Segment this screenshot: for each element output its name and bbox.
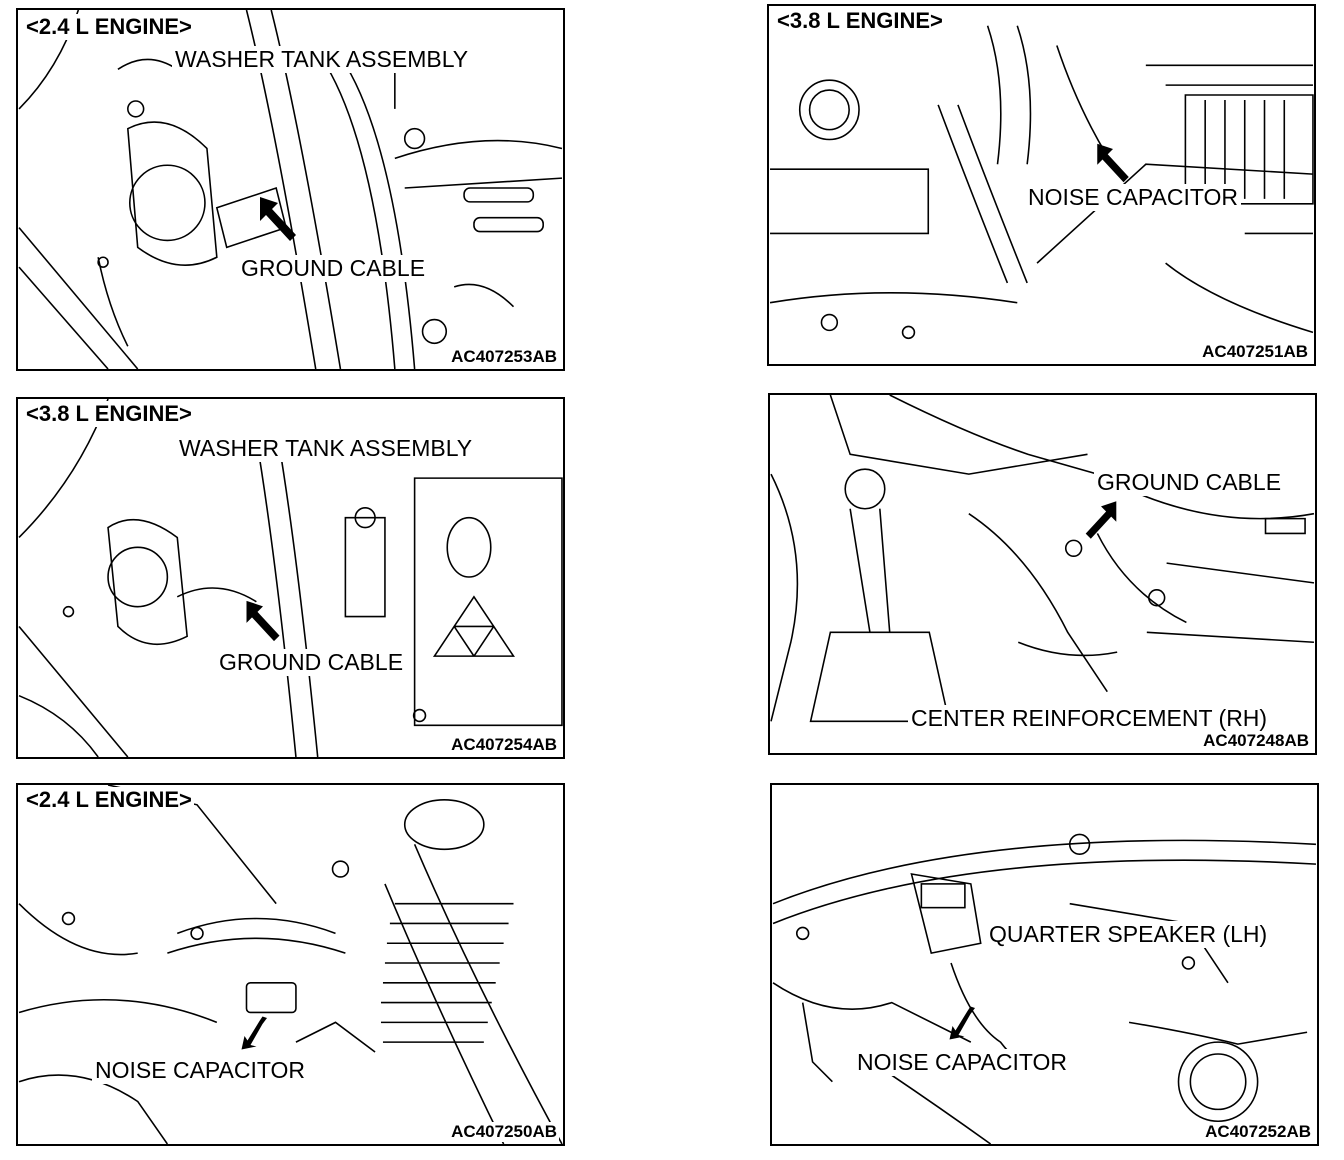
engine-bay-illustration <box>18 785 563 1144</box>
callout-washer-tank: WASHER TANK ASSEMBLY <box>176 435 476 462</box>
arrow-pointer-icon <box>949 1006 975 1040</box>
arrow-pointer-icon <box>1085 501 1117 539</box>
engine-type-label: <2.4 L ENGINE> <box>24 14 194 40</box>
callout-ground-cable: GROUND CABLE <box>238 255 429 282</box>
diagram-panel-4: GROUND CABLE CENTER REINFORCEMENT (RH) A… <box>768 393 1317 755</box>
arrow-pointer-icon <box>1097 143 1129 183</box>
engine-type-label: <2.4 L ENGINE> <box>24 787 194 813</box>
figure-id: AC407248AB <box>1201 731 1311 751</box>
figure-id: AC407250AB <box>449 1122 559 1142</box>
figure-id: AC407252AB <box>1203 1122 1313 1142</box>
quarter-panel-illustration <box>772 833 1317 1144</box>
callout-quarter-speaker: QUARTER SPEAKER (LH) <box>986 921 1271 948</box>
figure-id: AC407251AB <box>1200 342 1310 362</box>
diagram-panel-1: <2.4 L ENGINE> WASHER TANK ASSEMBLY GROU… <box>16 8 565 371</box>
figure-id: AC407253AB <box>449 347 559 367</box>
diagram-panel-5: <2.4 L ENGINE> NOISE CAPACITOR AC407250A… <box>16 783 565 1146</box>
callout-noise-capacitor: NOISE CAPACITOR <box>1025 184 1242 211</box>
vehicle-interior-illustration <box>770 395 1315 723</box>
callout-noise-capacitor: NOISE CAPACITOR <box>854 1049 1071 1076</box>
callout-washer-tank: WASHER TANK ASSEMBLY <box>172 46 472 73</box>
callout-noise-capacitor: NOISE CAPACITOR <box>92 1057 309 1084</box>
arrow-pointer-icon <box>241 1016 267 1050</box>
arrow-pointer-icon <box>260 197 296 241</box>
arrow-pointer-icon <box>246 600 280 642</box>
engine-bay-illustration <box>18 10 563 369</box>
callout-ground-cable: GROUND CABLE <box>216 649 407 676</box>
callout-ground-cable: GROUND CABLE <box>1094 469 1285 496</box>
engine-type-label: <3.8 L ENGINE> <box>24 401 194 427</box>
diagram-panel-3: <3.8 L ENGINE> WASHER TANK ASSEMBLY GROU… <box>16 397 565 759</box>
figure-id: AC407254AB <box>449 735 559 755</box>
engine-bay-illustration <box>769 25 1314 340</box>
callout-center-reinforcement: CENTER REINFORCEMENT (RH) <box>908 705 1271 732</box>
diagram-panel-6: QUARTER SPEAKER (LH) NOISE CAPACITOR AC4… <box>770 783 1319 1146</box>
engine-type-label: <3.8 L ENGINE> <box>775 8 945 34</box>
diagram-panel-2: <3.8 L ENGINE> NOISE CAPACITOR AC407251A… <box>767 4 1316 366</box>
